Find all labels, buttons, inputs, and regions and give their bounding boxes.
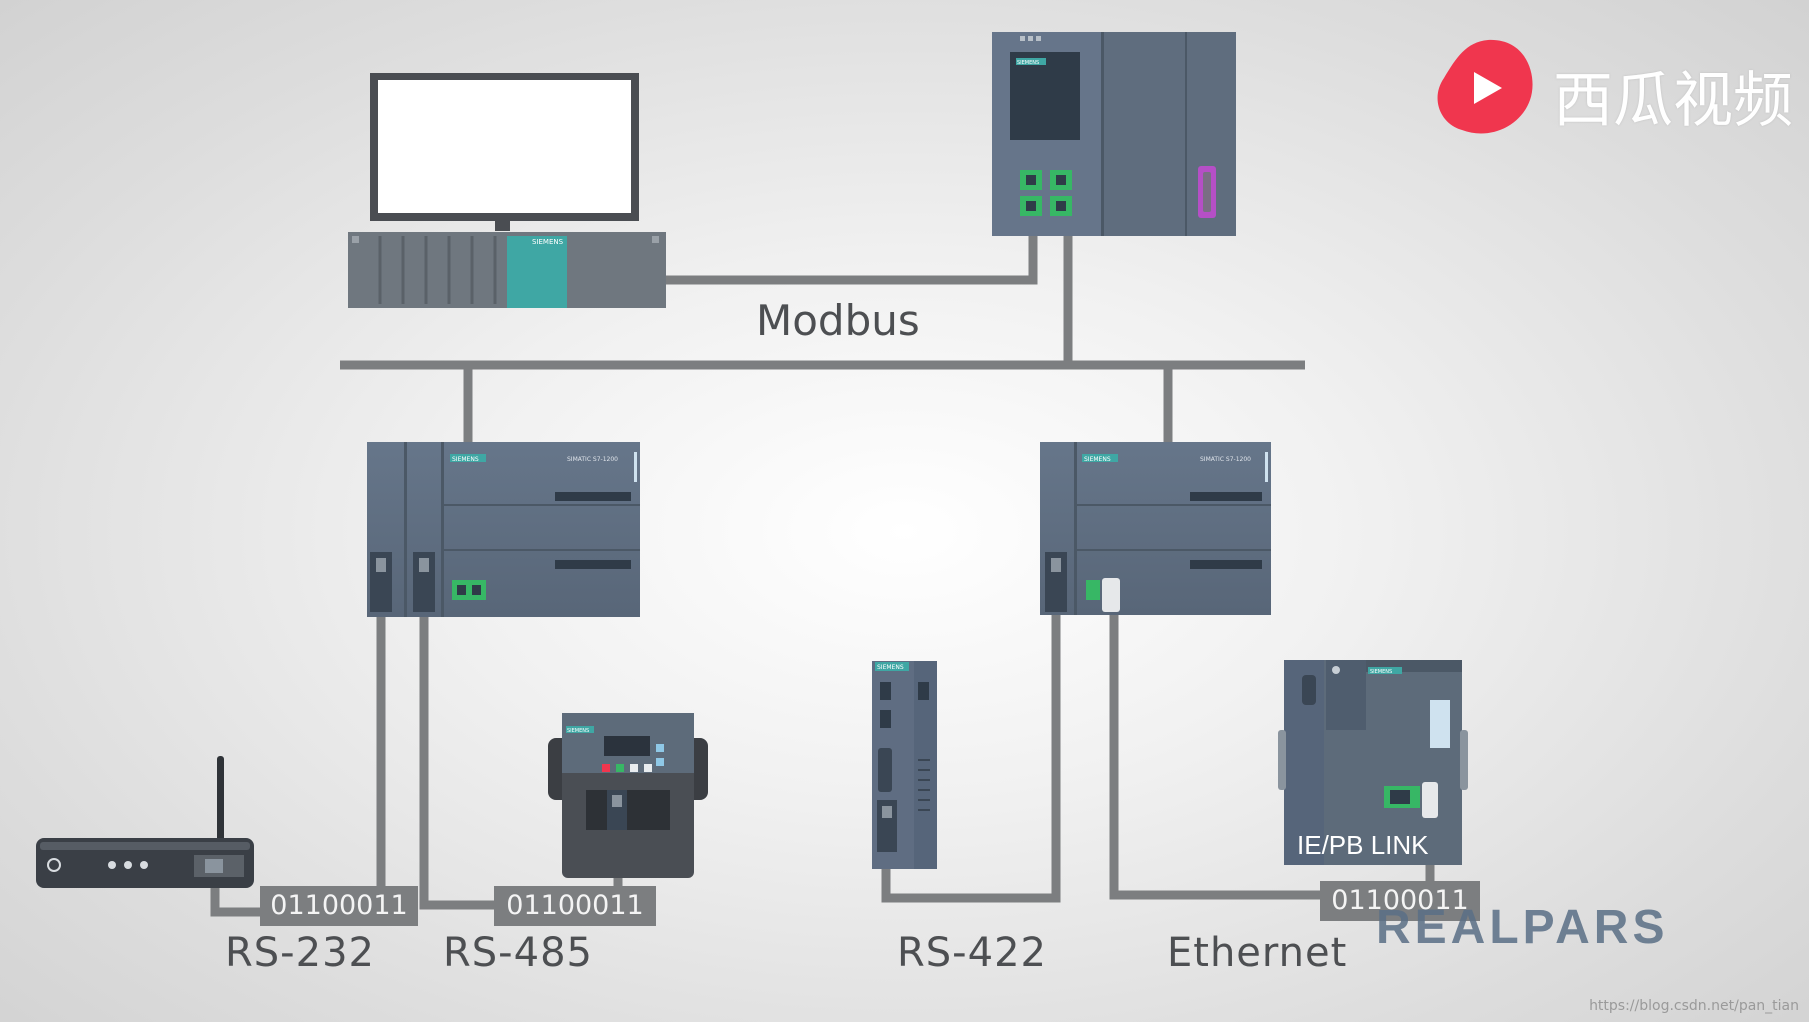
bus-label: Modbus (756, 296, 920, 345)
protocol-label-rs422: RS-422 (897, 930, 1047, 976)
pc-teal-panel (507, 236, 567, 308)
realpars-logo: REALPARS (1376, 901, 1669, 954)
gateway-brand: SIEMENS (1370, 669, 1392, 675)
frequency-drive[interactable]: SIEMENS (548, 713, 708, 878)
power-icon (47, 858, 61, 872)
ie-pb-link-gateway[interactable]: SIEMENS IE/PB LINK (1278, 660, 1468, 865)
protocol-label-ethernet: Ethernet (1167, 930, 1348, 976)
gateway-label: IE/PB LINK (1297, 830, 1429, 860)
protocol-label-rs485: RS-485 (443, 930, 593, 976)
rs422-cable (881, 615, 1061, 903)
data-frame-ethernet: 01100011 (1320, 881, 1480, 921)
hmi-workstation[interactable]: SIEMENS (348, 73, 666, 308)
rs422-module[interactable]: SIEMENS (872, 661, 937, 869)
plc-left-brand: SIEMENS (452, 456, 479, 463)
xigua-logo (1437, 39, 1533, 134)
plc-right-model: SIMATIC S7-1200 (1200, 456, 1251, 463)
rs422-module-brand: SIEMENS (877, 664, 904, 671)
ethernet-cable (1109, 615, 1435, 900)
data-frame-rs232: 01100011 (260, 886, 418, 926)
plc-right[interactable]: SIEMENS SIMATIC S7-1200 (1040, 442, 1271, 615)
hmi-to-plc-cable (665, 228, 1038, 285)
protocol-label-rs232: RS-232 (225, 930, 375, 976)
hmi-brand: SIEMENS (532, 238, 564, 246)
source-url: https://blog.csdn.net/pan_tian (1589, 998, 1799, 1014)
plc-top-brand: SIEMENS (1017, 60, 1039, 66)
plc-left-model: SIMATIC S7-1200 (567, 456, 618, 463)
plc-top[interactable]: SIEMENS (992, 32, 1236, 236)
plc-left[interactable]: SIEMENS SIMATIC S7-1200 (367, 442, 640, 617)
monitor-stand (495, 221, 510, 231)
xigua-logo-text: 西瓜视频 (1553, 66, 1793, 136)
monitor-screen (378, 80, 631, 213)
plc-right-brand: SIEMENS (1084, 456, 1111, 463)
router[interactable] (36, 756, 254, 888)
drive-brand: SIEMENS (567, 728, 589, 734)
data-frame-rs485: 01100011 (494, 886, 656, 926)
